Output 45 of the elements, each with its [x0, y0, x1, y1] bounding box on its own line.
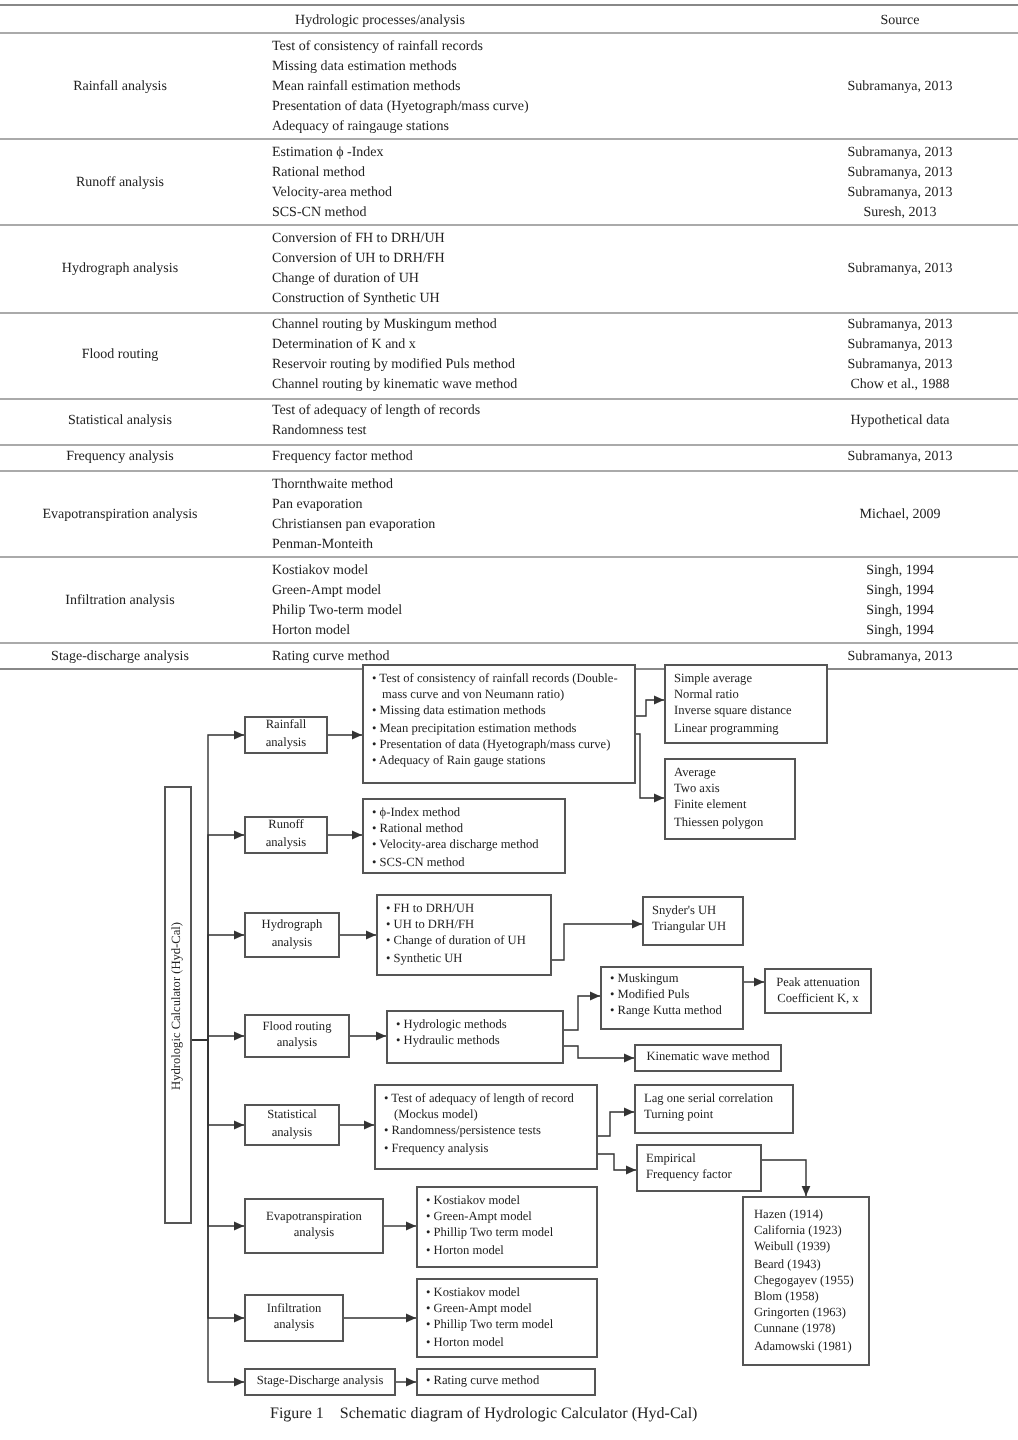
process-box [244, 912, 340, 958]
option-box [634, 1084, 794, 1134]
process-box [244, 816, 328, 854]
arrow [395, 1377, 417, 1387]
process-box [244, 1294, 344, 1342]
title-box [164, 786, 192, 1224]
arrow [327, 830, 363, 840]
arrow [597, 1153, 637, 1175]
arrow [339, 1120, 375, 1130]
figure-caption: Figure 1 Schematic diagram of Hydrologic Calculator (Hyd-Cal) [270, 1404, 698, 1422]
arrow [327, 730, 363, 740]
arrow [743, 977, 765, 987]
option-box [742, 1196, 870, 1366]
method-list-box [416, 1186, 598, 1268]
arrow [597, 1107, 635, 1137]
process-box [244, 1368, 396, 1396]
method-list-box [374, 1084, 598, 1170]
method-list-box [416, 1368, 596, 1396]
arrow [551, 919, 643, 961]
arrow [635, 695, 665, 717]
method-list-box [362, 798, 566, 874]
option-box [636, 1144, 762, 1192]
method-list-box [600, 966, 744, 1030]
method-list-box [362, 664, 636, 784]
arrow [563, 991, 601, 1031]
process-box [244, 1014, 350, 1058]
arrow [191, 1039, 245, 1387]
arrow [343, 1313, 417, 1323]
option-box [664, 758, 796, 840]
option-box [764, 968, 872, 1014]
arrow [563, 1045, 635, 1063]
arrow [635, 733, 665, 803]
arrow [383, 1221, 417, 1231]
arrow [339, 930, 377, 940]
arrow [761, 1159, 811, 1197]
option-box [642, 896, 744, 946]
process-box [244, 716, 328, 754]
process-box [244, 1104, 340, 1146]
method-list-box [386, 1010, 564, 1064]
option-box [634, 1044, 782, 1072]
process-box [244, 1198, 384, 1254]
method-list-box [376, 894, 552, 976]
arrow [349, 1031, 387, 1041]
option-box [664, 664, 828, 744]
method-list-box [416, 1278, 598, 1358]
